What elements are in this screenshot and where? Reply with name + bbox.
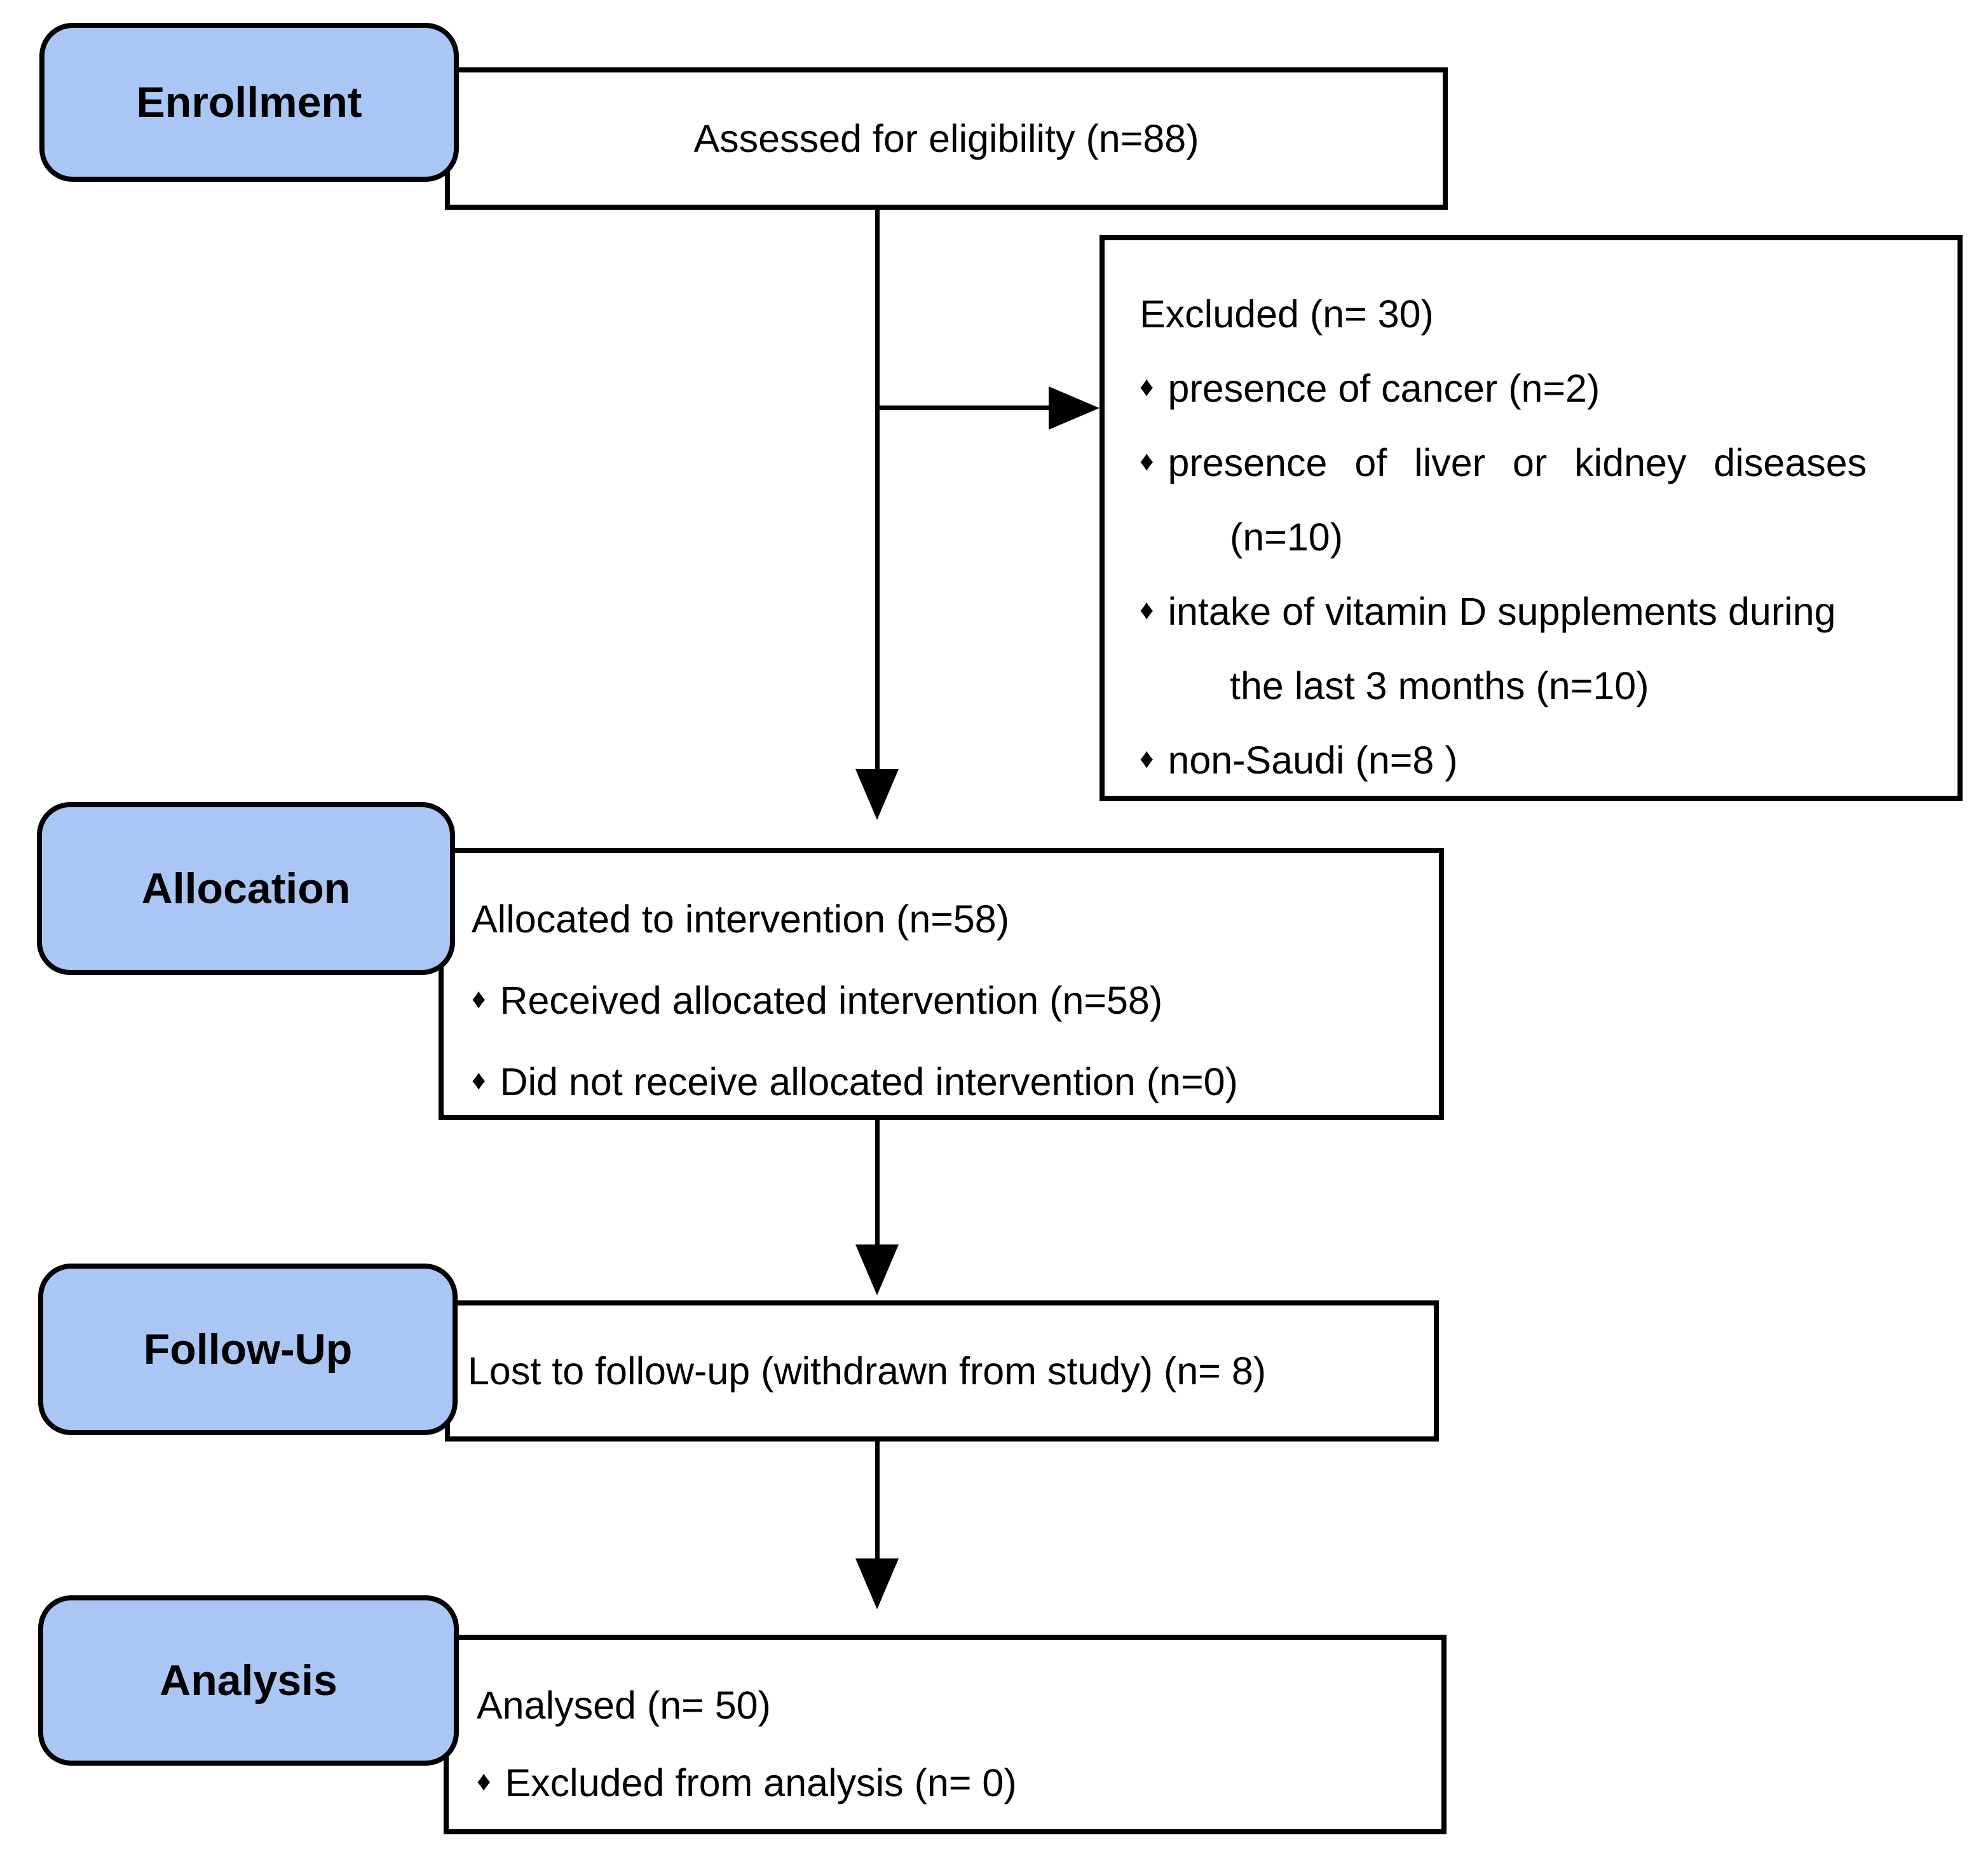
- bullet-icon: ♦: [1140, 742, 1154, 774]
- bullet-icon: ♦: [1140, 371, 1154, 402]
- excluded-item: ♦ presence of cancer (n=2): [1140, 366, 1600, 410]
- excluded-item-continuation: (n=10): [1230, 515, 1344, 559]
- excluded-box: Excluded (n= 30) ♦ presence of cancer (n…: [1100, 235, 1963, 801]
- stage-label-followup: Follow-Up: [38, 1264, 458, 1435]
- stage-label-text: Follow-Up: [143, 1325, 353, 1373]
- arrowhead-down-icon: [855, 1244, 899, 1295]
- stage-label-analysis: Analysis: [38, 1595, 459, 1766]
- excluded-title: Excluded (n= 30): [1140, 292, 1434, 336]
- arrowhead-right-icon: [1049, 386, 1100, 430]
- stage-label-text: Enrollment: [136, 78, 362, 126]
- flow-line-branch-to-excluded: [877, 406, 1050, 410]
- excluded-item: ♦ intake of vitamin D supplements during: [1140, 589, 1836, 633]
- flow-line-assessed-to-allocation: [875, 210, 880, 775]
- bullet-icon: ♦: [1140, 594, 1154, 625]
- flow-line-followup-to-analysis: [875, 1442, 880, 1560]
- allocation-item: ♦ Did not receive allocated intervention…: [472, 1060, 1238, 1103]
- excluded-item: ♦ presence of liver or kidney diseases: [1140, 440, 1867, 484]
- followup-text-row: Lost to follow-up (withdrawn from study)…: [450, 1305, 1434, 1436]
- followup-box: Lost to follow-up (withdrawn from study)…: [445, 1300, 1439, 1442]
- arrowhead-down-icon: [855, 1558, 899, 1609]
- assessed-text: Assessed for eligibility (n=88): [693, 117, 1199, 160]
- analysis-title: Analysed (n= 50): [477, 1684, 771, 1727]
- stage-label-allocation: Allocation: [37, 802, 455, 975]
- bullet-icon: ♦: [472, 983, 486, 1014]
- bullet-icon: ♦: [472, 1065, 486, 1096]
- bullet-icon: ♦: [477, 1766, 491, 1797]
- analysis-item: ♦ Excluded from analysis (n= 0): [477, 1761, 1017, 1804]
- analysis-box: Analysed (n= 50) ♦ Excluded from analysi…: [444, 1635, 1447, 1834]
- excluded-item-continuation: the last 3 months (n=10): [1230, 664, 1649, 707]
- allocation-title: Allocated to intervention (n=58): [472, 897, 1010, 941]
- stage-label-enrollment: Enrollment: [39, 23, 459, 182]
- bullet-icon: ♦: [1140, 445, 1154, 477]
- followup-text: Lost to follow-up (withdrawn from study)…: [468, 1349, 1267, 1393]
- excluded-item: ♦ non-Saudi (n=8 ): [1140, 738, 1458, 782]
- flow-line-allocation-to-followup: [875, 1120, 880, 1246]
- stage-label-text: Allocation: [141, 864, 351, 913]
- stage-label-text: Analysis: [160, 1656, 337, 1705]
- allocation-item: ♦ Received allocated intervention (n=58): [472, 979, 1163, 1022]
- allocation-box: Allocated to intervention (n=58) ♦ Recei…: [439, 848, 1444, 1120]
- arrowhead-down-icon: [855, 769, 899, 820]
- assessed-box: Assessed for eligibility (n=88): [445, 67, 1448, 210]
